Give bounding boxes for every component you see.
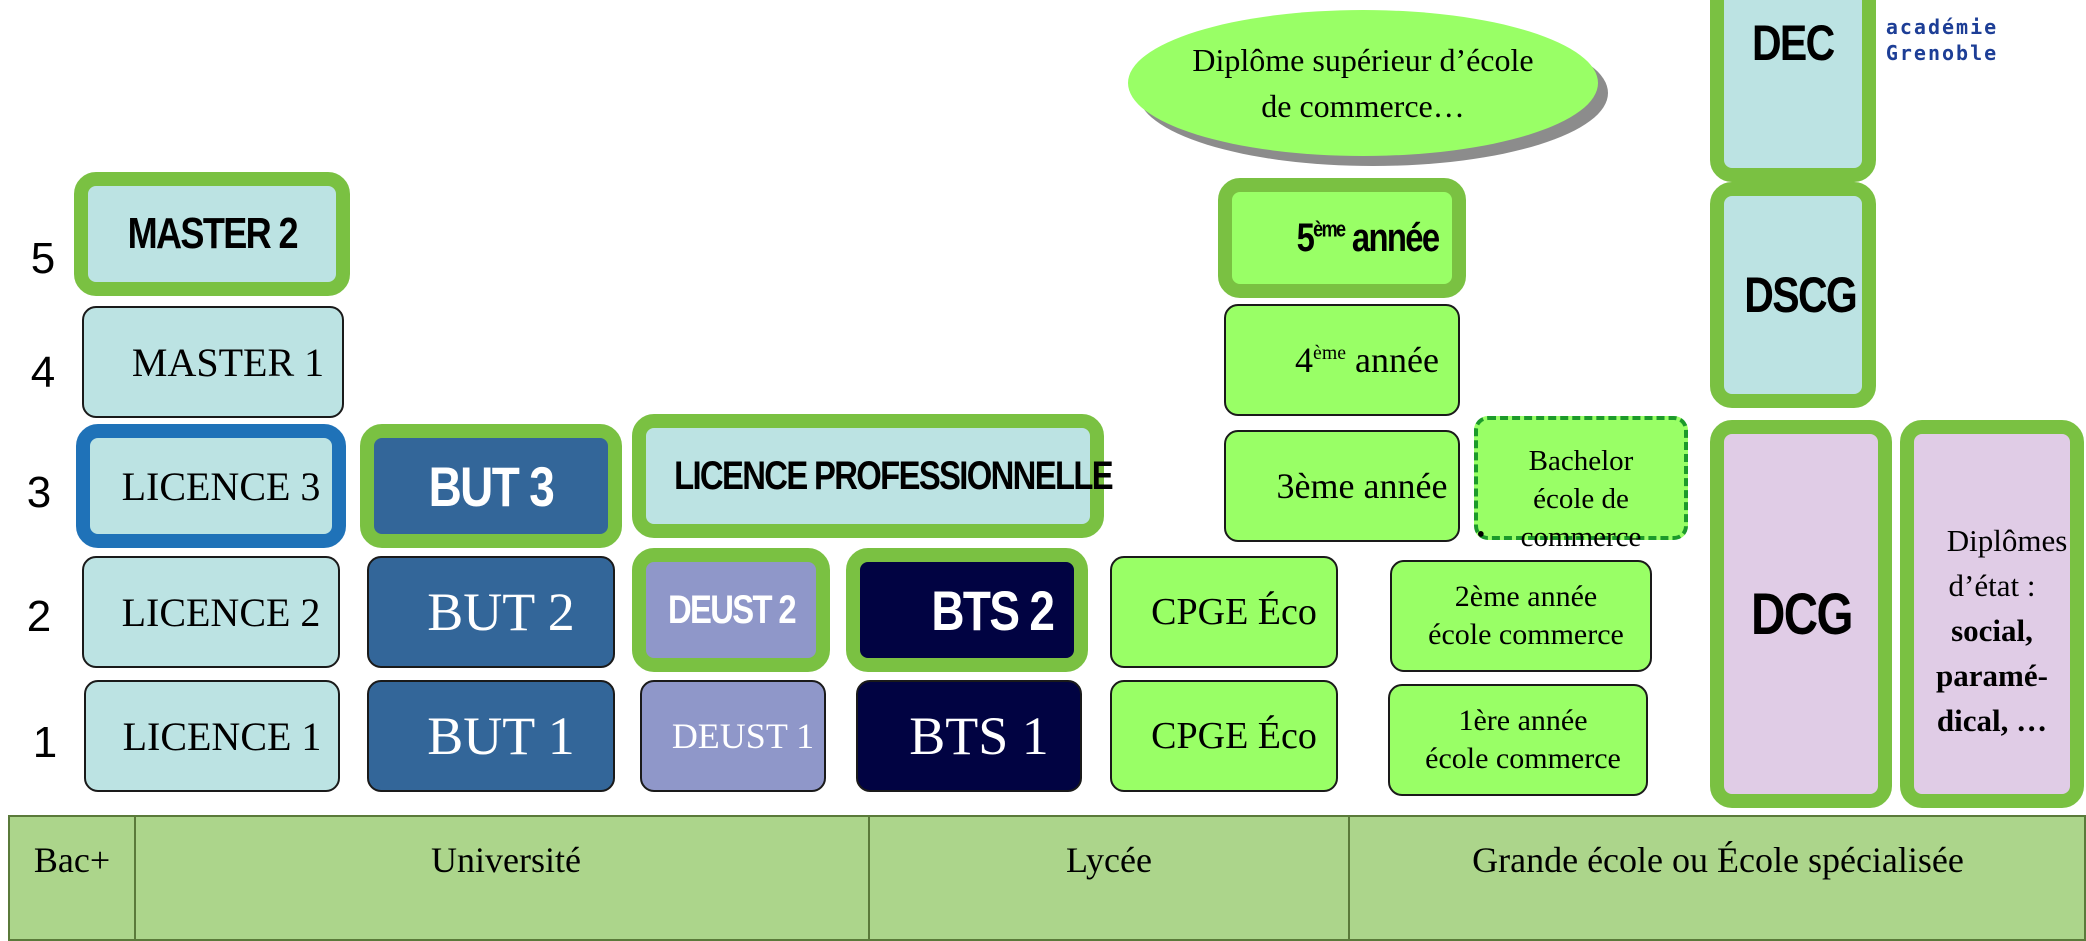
dscg-box: DSCG <box>1710 182 1876 408</box>
licence-pro-box: LICENCE PROFESSIONNELLE <box>632 414 1114 538</box>
cpge-1-box: CPGE Éco <box>1110 680 1338 792</box>
but-2-label: BUT 2 <box>427 582 575 642</box>
licence-2-box: LICENCE 2 <box>82 556 340 668</box>
dcg-box: DCG <box>1710 420 1892 808</box>
ecole-annee-3-label: 3ème année <box>1276 466 1448 506</box>
deust-1-box: DEUST 1 <box>640 680 826 792</box>
ecole-annee-2-box: 2ème année école commerce <box>1390 560 1652 672</box>
but-1-box: BUT 1 <box>367 680 615 792</box>
bachelor-line1: Bachelor <box>1528 445 1634 477</box>
licence-3-box: LICENCE 3 <box>76 424 346 548</box>
diplome-superieur-line1: Diplôme supérieur d’école <box>1192 42 1534 78</box>
ecole-annee-4-box: 4ème année <box>1224 304 1460 416</box>
but-1-label: BUT 1 <box>427 706 575 766</box>
diplomes-etat-line3: social, <box>1951 613 2033 648</box>
level-1-label: 1 <box>32 718 58 767</box>
bts-2-label: BTS 2 <box>931 578 1055 642</box>
footer-lycee: Lycée <box>1066 840 1152 880</box>
level-5-label: 5 <box>30 234 56 283</box>
deust-2-label: DEUST 2 <box>667 587 796 632</box>
ecole-annee-1-line2: école commerce <box>1425 742 1621 775</box>
ecole-annee-5-label: 5ème année <box>1296 215 1440 260</box>
diplome-superieur-line2: de commerce… <box>1261 88 1465 124</box>
master-2-box: MASTER 2 <box>74 172 350 296</box>
ecole-annee-1-box: 1ère année école commerce <box>1388 684 1648 796</box>
footer-bac: Bac+ <box>33 840 111 880</box>
footer-separator <box>1348 817 1350 939</box>
diplomes-etat-line4: paramé- <box>1936 658 2048 693</box>
bachelor-line3: •commerce <box>1476 521 1642 553</box>
level-3-label: 3 <box>26 468 52 517</box>
but-3-box: BUT 3 <box>360 424 622 548</box>
licence-pro-label: LICENCE PROFESSIONNELLE <box>674 453 1114 498</box>
diplomes-etat-line5: dical, … <box>1936 703 2048 738</box>
licence-1-box: LICENCE 1 <box>84 680 340 792</box>
diplomes-etat-line1: Diplômes <box>1946 523 2068 558</box>
diplome-superieur-ellipse: Diplôme supérieur d’école de commerce… <box>1128 10 1598 156</box>
dec-label: DEC <box>1752 15 1835 71</box>
cpge-2-box: CPGE Éco <box>1110 556 1338 668</box>
ecole-annee-4-label: 4ème année <box>1295 340 1439 380</box>
deust-2-box: DEUST 2 <box>632 548 830 672</box>
ecole-annee-5-box: 5ème année <box>1218 178 1466 298</box>
logo-line1: académie <box>1885 15 1999 39</box>
master-1-box: MASTER 1 <box>82 306 344 418</box>
deust-1-label: DEUST 1 <box>671 716 815 756</box>
master-1-label: MASTER 1 <box>131 339 325 385</box>
level-2-label: 2 <box>26 592 52 641</box>
cpge-2-label: CPGE Éco <box>1151 591 1317 633</box>
footer-table: Bac+ Université Lycée Grande école ou Éc… <box>8 815 2086 941</box>
logo-line2: Grenoble <box>1885 41 1999 65</box>
dec-box: DEC <box>1710 0 1876 182</box>
dscg-label: DSCG <box>1744 267 1858 323</box>
licence-1-label: LICENCE 1 <box>122 713 322 759</box>
diplomes-etat-line2: d’état : <box>1948 568 2036 603</box>
dcg-label: DCG <box>1750 581 1853 647</box>
ecole-annee-2-line1: 2ème année <box>1454 580 1598 613</box>
footer-separator <box>134 817 136 939</box>
footer-grande-ecole: Grande école ou École spécialisée <box>1472 840 1964 880</box>
master-2-label: MASTER 2 <box>127 209 298 258</box>
footer-separator <box>868 817 870 939</box>
bachelor-box: Bachelor école de •commerce <box>1474 416 1688 553</box>
bts-1-label: BTS 1 <box>909 706 1049 766</box>
but-2-box: BUT 2 <box>367 556 615 668</box>
bachelor-line2: école de <box>1533 483 1629 515</box>
diplomes-etat-box: Diplômes d’état : social, paramé- dical,… <box>1900 420 2084 808</box>
but-3-label: BUT 3 <box>428 454 555 518</box>
licence-3-label: LICENCE 3 <box>121 463 321 509</box>
licence-2-label: LICENCE 2 <box>121 589 321 635</box>
ecole-annee-1-line1: 1ère année <box>1458 704 1588 737</box>
ecole-annee-2-line2: école commerce <box>1428 618 1624 651</box>
footer-universite: Université <box>431 840 581 880</box>
bts-1-box: BTS 1 <box>856 680 1082 792</box>
ecole-annee-3-box: 3ème année <box>1224 430 1460 542</box>
cpge-1-label: CPGE Éco <box>1151 715 1317 757</box>
level-4-label: 4 <box>30 348 56 397</box>
bts-2-box: BTS 2 <box>846 548 1088 672</box>
academie-grenoble-logo: académie Grenoble <box>1882 14 2002 66</box>
